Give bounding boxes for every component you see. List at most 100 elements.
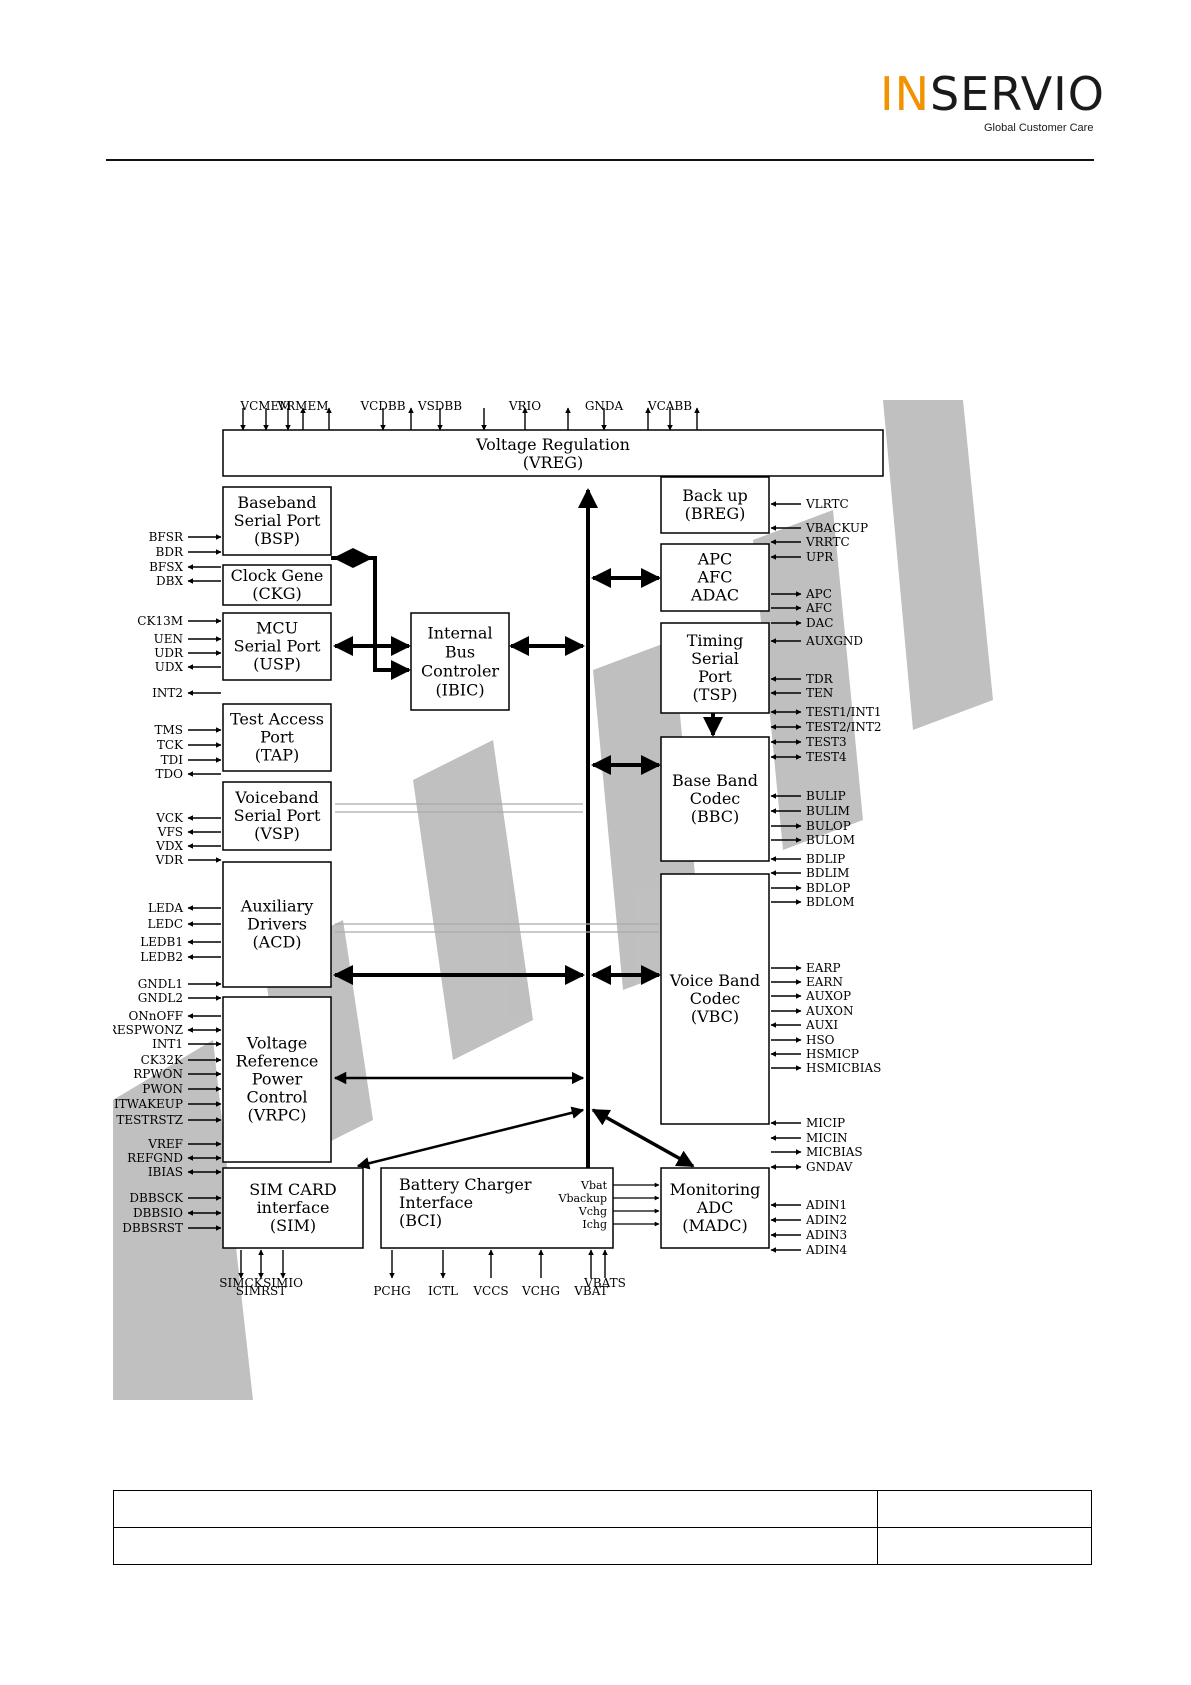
block-label: Port (698, 667, 732, 686)
pin-label: BDLOP (806, 881, 850, 895)
footer-cell (877, 1527, 1092, 1565)
block-label: (MADC) (682, 1216, 748, 1235)
block-bci (380, 1167, 614, 1249)
pin-label: HSMICBIAS (806, 1061, 881, 1075)
pin-label: LEDB2 (140, 950, 183, 964)
bci-output-label: Vbat (580, 1179, 608, 1192)
pin-label: AUXON (805, 1004, 853, 1018)
block-bbc (660, 736, 770, 862)
pin-label: VRMEM (276, 400, 328, 413)
bci-output-label: Vchg (578, 1205, 607, 1218)
bus-arrow (591, 1108, 695, 1168)
pin-label: TESTV (676, 400, 718, 401)
block-label: Serial (691, 649, 739, 668)
pin-label: VCDBB (359, 400, 405, 413)
pin-label: VRIO (508, 400, 541, 413)
pin-label: BULOP (806, 819, 851, 833)
pin-label: RPWON (133, 1067, 183, 1081)
block-label: Base Band (672, 771, 758, 790)
block-sim (222, 1167, 364, 1249)
pin-label: TEST3 (806, 735, 847, 749)
pin-label: ADIN1 (805, 1198, 847, 1212)
pin-label: BFSR (149, 530, 184, 544)
pin-label: AUXOP (805, 989, 851, 1003)
bci-output-label: Vbackup (558, 1192, 608, 1205)
block-label: Control (246, 1088, 307, 1107)
pin-label: GNDA (585, 400, 624, 413)
block-label: ADC (696, 1198, 734, 1217)
pin-label: INT1 (152, 1037, 183, 1051)
bus-lines (331, 488, 723, 1227)
block-label: Controler (421, 662, 499, 681)
pin-label: TEST4 (806, 750, 847, 764)
block-vrpc (222, 996, 332, 1163)
pin-label: MICBIAS (806, 1145, 863, 1159)
pin-label: PCHG (373, 1284, 410, 1298)
pin-label: TDR (806, 672, 834, 686)
pin-label: BDLOM (806, 895, 855, 909)
pin-label: DBBSCK (129, 1191, 184, 1205)
pin-label: LEDB1 (140, 935, 183, 949)
block-label: (USP) (253, 655, 301, 674)
block-label: Clock Gene (231, 566, 324, 585)
block-diagram: Voltage Regulation(VREG)Back up(BREG)Bas… (113, 400, 993, 1400)
logo-accent: IN (880, 67, 930, 121)
block-label: Bus (445, 643, 475, 662)
bus-arrow (333, 548, 411, 680)
block-label: Timing (687, 631, 744, 650)
pin-label: BULOM (806, 833, 855, 847)
pin-label: AUXGND (805, 634, 863, 648)
footer-table (113, 1490, 1092, 1565)
block-label: ADAC (690, 586, 739, 605)
pin-label: VCCS (472, 1284, 508, 1298)
block-label: (BREG) (685, 504, 746, 523)
pin-label: PWON (142, 1082, 183, 1096)
pin-label: BULIP (806, 789, 846, 803)
logo-wordmark: INSERVIO (880, 70, 1105, 118)
pin-label: ADIN4 (805, 1243, 848, 1257)
block-label: APC (697, 550, 733, 569)
pin-label: RESPWONZ (113, 1023, 183, 1037)
block-tsp (660, 622, 770, 714)
logo-tagline: Global Customer Care (984, 122, 1094, 134)
block-apc (660, 543, 770, 612)
pin-label: VCK (155, 811, 184, 825)
blocks-layer: Voltage Regulation(VREG)Back up(BREG)Bas… (222, 429, 884, 1249)
pin-label: APC (805, 587, 832, 601)
block-label: (ACD) (252, 933, 301, 952)
pin-label: IBIAS (148, 1165, 183, 1179)
pin-label: REFGND (127, 1151, 183, 1165)
pin-label: MICIN (806, 1131, 847, 1145)
pin-label: VLMEM (262, 400, 313, 401)
pin-label: VSDBB (417, 400, 462, 413)
block-label: (SIM) (270, 1216, 316, 1235)
pin-label: VRRAM (304, 400, 353, 401)
block-label: Monitoring (670, 1180, 761, 1199)
pin-label: EARN (806, 975, 843, 989)
block-label: Serial Port (234, 637, 321, 656)
block-label: (TSP) (693, 685, 738, 704)
block-label: Internal (427, 624, 492, 643)
pin-label: HSO (806, 1033, 835, 1047)
footer-row (113, 1490, 1092, 1528)
pin-label: UDR (154, 646, 184, 660)
block-label: Interface (399, 1193, 473, 1212)
block-label: interface (257, 1198, 330, 1217)
bus-arrow (356, 1106, 585, 1170)
block-label: Port (260, 728, 294, 747)
block-label: (VBC) (691, 1007, 739, 1026)
pin-label: VCMEM (239, 400, 291, 413)
header-rule (106, 159, 1094, 161)
pin-label: TEN (806, 686, 833, 700)
pin-label: AUXI (805, 1018, 838, 1032)
block-label: (TAP) (255, 746, 300, 765)
pin-label: SIMIO (263, 1276, 303, 1290)
pin-label: GNDL2 (138, 991, 183, 1005)
pin-label: GNDD (223, 400, 262, 401)
pin-label: ADIN3 (805, 1228, 847, 1242)
block-label: (VSP) (254, 824, 300, 843)
block-label: Test Access (230, 710, 324, 729)
pin-label: SIMRST (236, 1284, 287, 1298)
pin-label: VCABB (647, 400, 692, 413)
pin-label: TEST2/INT2 (806, 720, 882, 734)
